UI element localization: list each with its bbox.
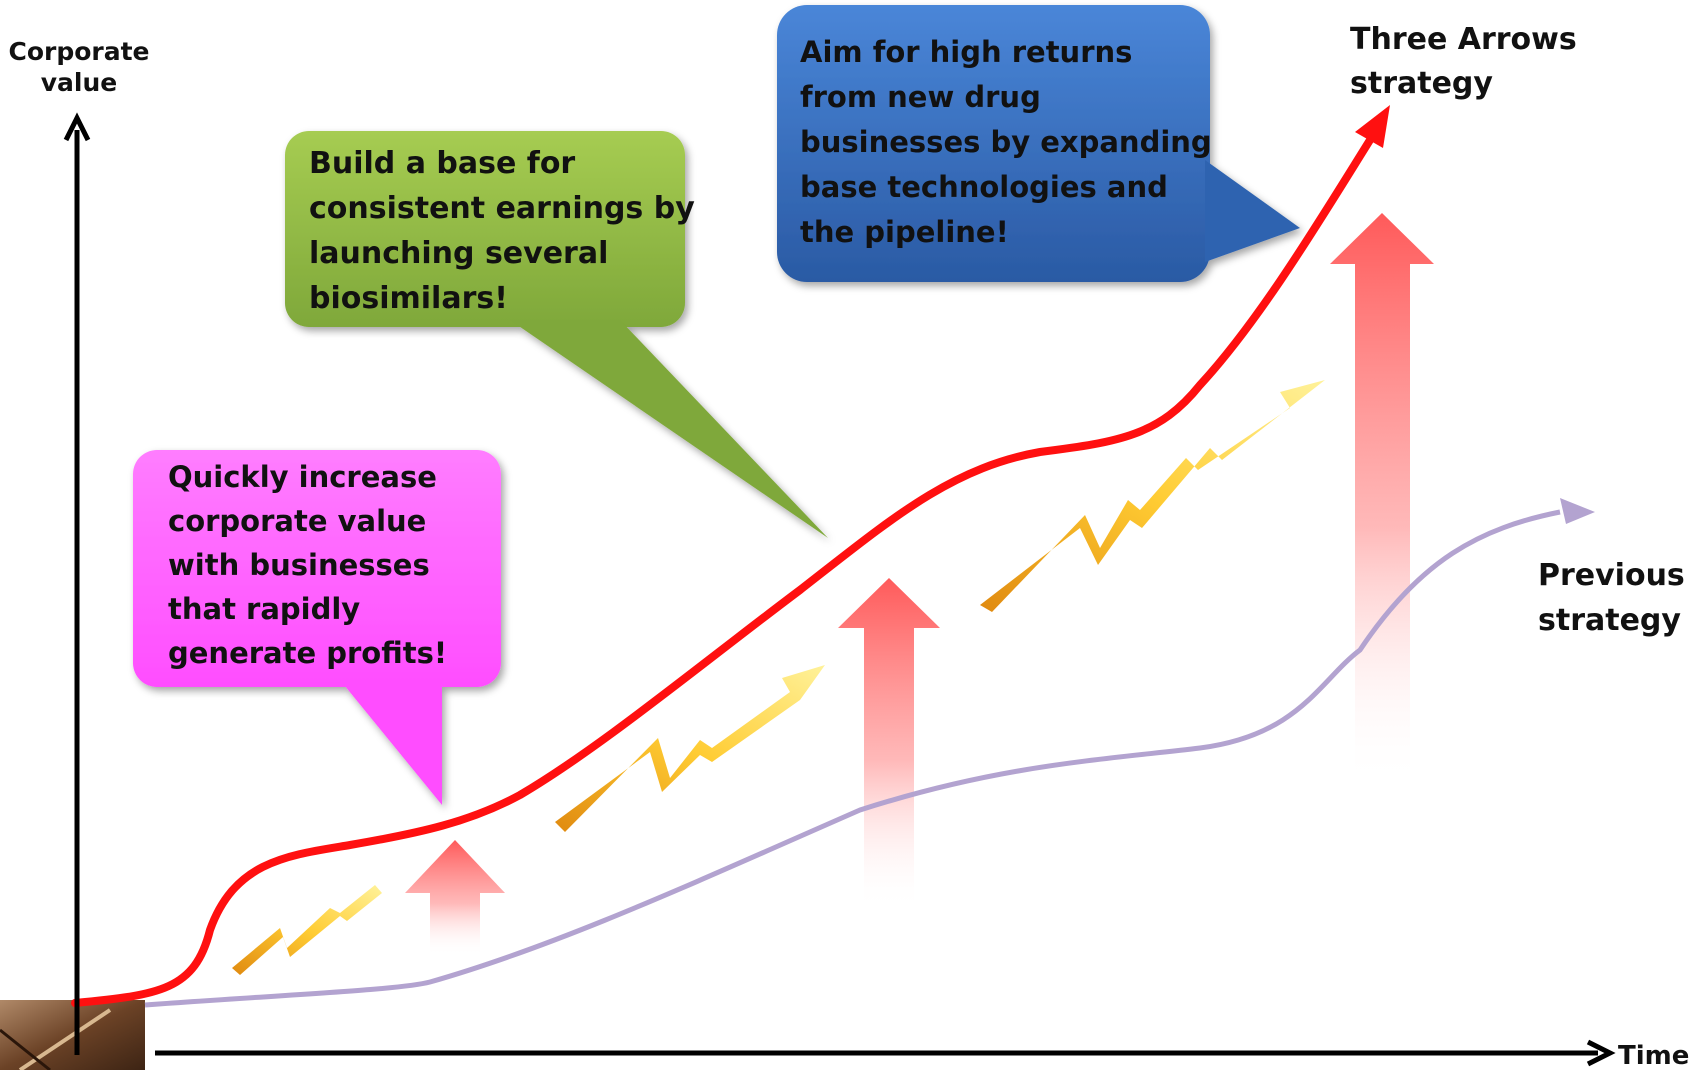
previous-strategy-label: Previous strategy	[1538, 558, 1685, 638]
zigzag-arrow-2	[555, 665, 825, 832]
y-axis-arrowhead	[63, 112, 91, 142]
zigzag-arrow-1	[232, 885, 382, 975]
y-axis-label: Corporate value	[8, 37, 150, 98]
callout-quick	[133, 450, 501, 805]
previous-strategy-line	[144, 509, 1561, 1008]
x-axis-label: Time	[1618, 1041, 1689, 1071]
three-arrows-strategy-label: Three Arrows strategy	[1350, 22, 1577, 101]
previous-strategy-arrowhead	[1560, 498, 1595, 524]
callout-base	[285, 131, 828, 538]
three-arrows-line	[71, 136, 1374, 1007]
three-arrows-arrowhead	[1355, 105, 1390, 148]
x-axis-arrowhead	[1586, 1039, 1616, 1067]
up-arrow-2	[838, 578, 940, 910]
callout-quick-text: Quickly increase corporate value with bu…	[168, 460, 448, 671]
zigzag-arrow-3	[980, 380, 1325, 612]
callout-aim-text: Aim for high returns from new drug busin…	[800, 35, 1212, 249]
corner-photo-icon	[0, 1000, 145, 1070]
up-arrow-1	[405, 840, 505, 955]
callout-aim	[777, 5, 1300, 282]
up-arrow-3	[1330, 213, 1434, 785]
callout-base-text: Build a base for consistent earnings by …	[309, 146, 695, 316]
